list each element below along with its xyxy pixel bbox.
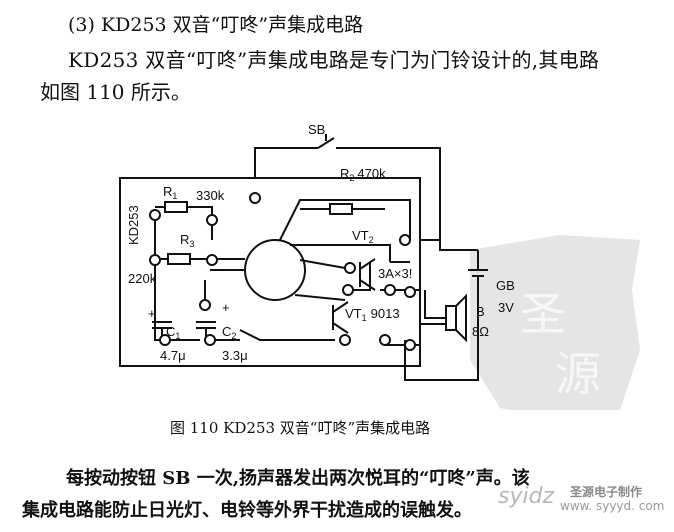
intro-line-1: KD253 双音“叮咚”声集成电路是专门为门铃设计的,其电路 xyxy=(68,48,600,72)
ic-body xyxy=(244,239,306,301)
r1-value: 330k xyxy=(196,188,225,203)
battery-symbol xyxy=(404,250,488,381)
c1-value: 4.7μ xyxy=(160,348,186,363)
watermark-name: 圣源电子制作 xyxy=(570,485,643,499)
intro-line-2: 如图 110 所示。 xyxy=(40,80,191,104)
switch-wire-left xyxy=(254,147,318,178)
current-label: 3A×3! xyxy=(378,266,412,281)
svg-text:圣: 圣 xyxy=(520,287,566,341)
pcb-outline xyxy=(119,177,421,367)
circuit-diagram: 圣 源 xyxy=(119,122,640,410)
speaker-label: B xyxy=(476,304,485,319)
switch-blade xyxy=(317,137,335,149)
c1-label: C1 xyxy=(166,324,180,341)
battery-label: GB xyxy=(496,278,515,293)
r1-body xyxy=(164,201,188,213)
figure-caption: 图 110 KD253 双音“叮咚”声集成电路 xyxy=(170,419,431,437)
c2-value: 3.3μ xyxy=(222,348,248,363)
vt2-label: VT2 xyxy=(352,228,374,245)
section-heading: (3) KD253 双音“叮咚”声集成电路 xyxy=(68,14,364,36)
switch-label: SB xyxy=(308,122,325,137)
watermark-stamp xyxy=(470,235,640,410)
battery-value: 3V xyxy=(498,300,514,315)
r2-body xyxy=(329,203,353,215)
svg-text:源: 源 xyxy=(555,347,601,401)
body-line-2: 集成电路能防止日光灯、电铃等外界干扰造成的误触发。 xyxy=(22,500,472,521)
r3-body xyxy=(167,253,191,265)
vt2-symbol xyxy=(359,258,376,291)
r3-label: R3 xyxy=(180,232,194,249)
body-line-1: 每按动按钮 SB 一次,扬声器发出两次悦耳的“叮咚”声。该 xyxy=(66,468,530,489)
speaker-body xyxy=(445,305,457,331)
speaker-value: 8Ω xyxy=(472,324,489,339)
r3-value: 220k xyxy=(128,271,157,286)
watermark-logo: syidz xyxy=(498,484,555,509)
r1-label: R1 xyxy=(163,184,177,201)
c2-symbol xyxy=(196,321,216,329)
ic-label: KD253 xyxy=(126,205,141,245)
switch-wire-right xyxy=(336,147,441,240)
c2-label: C2 xyxy=(222,324,236,341)
c2-plus: + xyxy=(222,300,230,315)
watermark-url: www. syyyd. com xyxy=(560,499,665,513)
vt1-symbol xyxy=(332,301,349,334)
c1-plus: + xyxy=(148,306,156,321)
